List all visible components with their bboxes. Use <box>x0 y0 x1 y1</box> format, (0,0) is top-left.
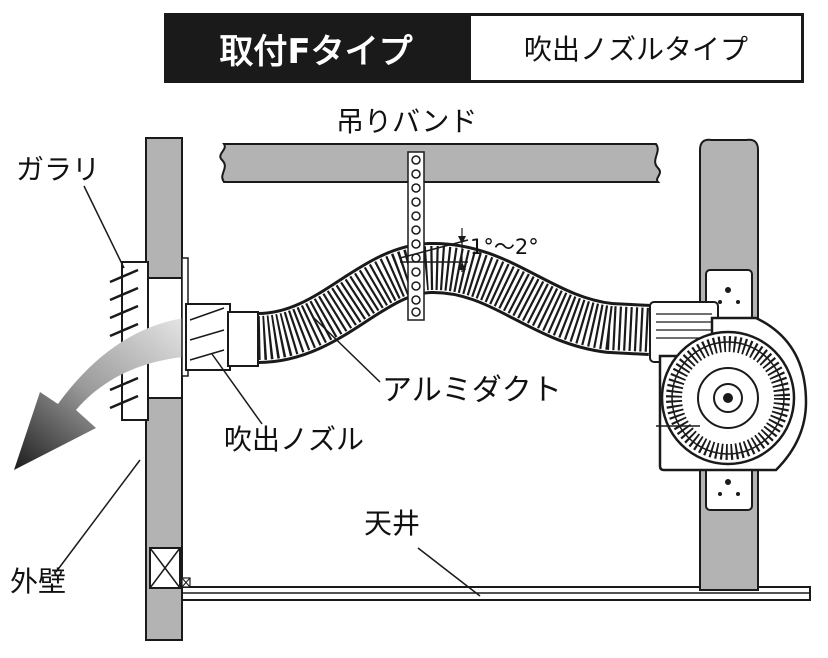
exterior-wall-label: 外壁 <box>10 565 67 598</box>
hanging-band-label: 吊りバンド <box>336 105 478 138</box>
hanging-band-chain <box>407 151 425 321</box>
outlet-nozzle-label: 吹出ノズル <box>224 423 365 456</box>
louver-label: ガラリ <box>16 153 101 186</box>
ceiling <box>147 586 811 601</box>
leader-lines <box>55 185 481 597</box>
blower-unit <box>649 301 808 472</box>
ceiling-label: 天井 <box>364 507 421 540</box>
model-title: 取付Fタイプ <box>164 13 468 83</box>
slope-indicator <box>399 228 469 272</box>
model-subtitle: 吹出ノズルタイプ <box>468 13 804 83</box>
ceiling-beam <box>219 143 661 183</box>
outlet-nozzle <box>181 257 259 377</box>
aluminum-duct <box>256 242 652 364</box>
angle-label: 1°～2° <box>470 235 539 259</box>
exterior-wall <box>145 137 191 641</box>
aluminum-duct-label: アルミダクト <box>382 373 562 408</box>
airflow-arrow <box>14 316 204 470</box>
